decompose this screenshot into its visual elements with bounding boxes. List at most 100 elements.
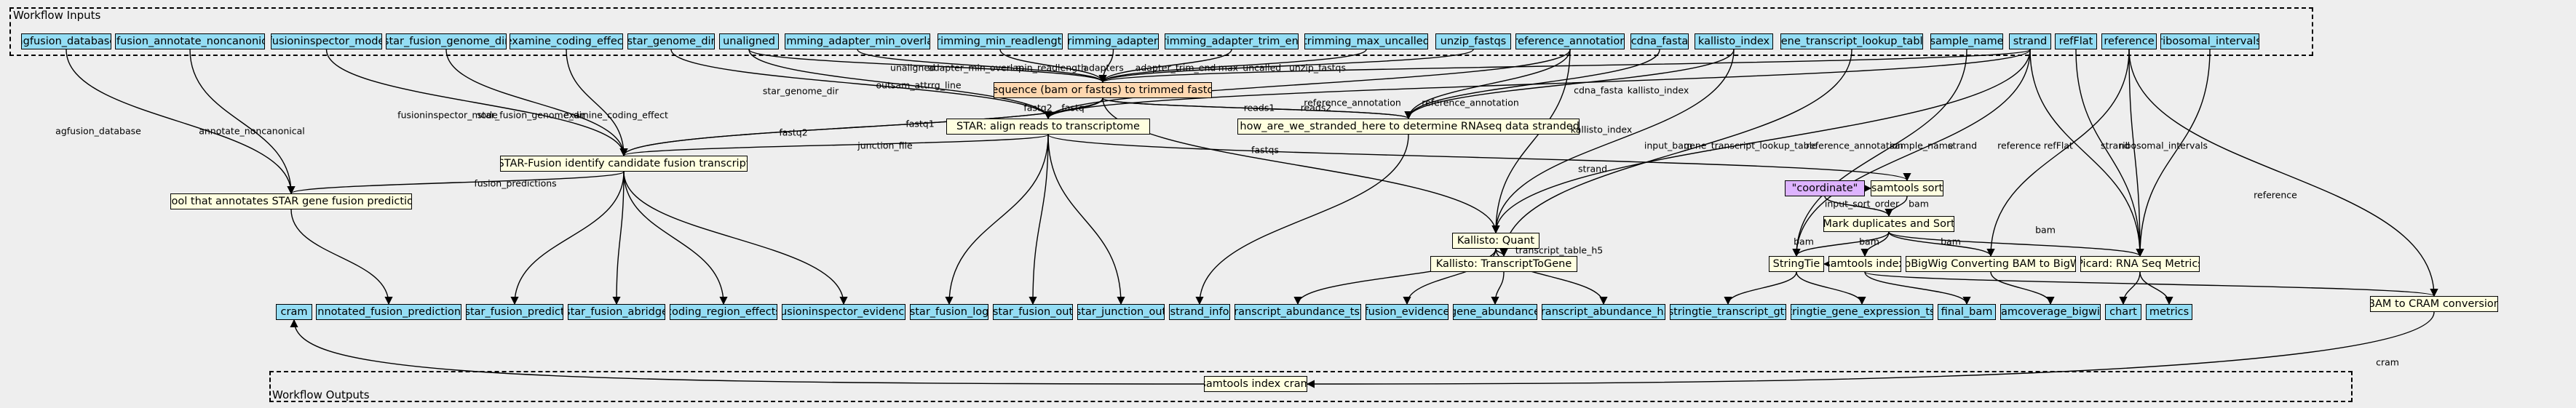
edge-cram-out (290, 319, 1205, 385)
edge-reference-picard (2128, 49, 2144, 257)
edge-fastq (1044, 97, 1103, 120)
edge-sf-abridge (612, 171, 625, 305)
output-star-fusion-abridge[interactable]: star_fusion_abridge (568, 304, 665, 320)
output-fusioninspector-evidence[interactable]: fusioninspector_evidence (782, 304, 905, 320)
edge-refannot-star (1044, 49, 1571, 120)
input-reference[interactable]: reference (2101, 33, 2157, 49)
input-sample-name[interactable]: sample_name (1930, 33, 2003, 49)
step-kallisto-transcript-to-gene[interactable]: Kallisto: TranscriptToGene (1430, 256, 1577, 272)
output-final-bam[interactable]: final_bam (1938, 304, 1996, 320)
edge-label-transcript-table-h5: transcript_table_h5 (1515, 244, 1604, 256)
step-coordinate[interactable]: "coordinate" (1785, 180, 1865, 196)
edge-star-log (945, 134, 1049, 305)
input-examine-coding-effect[interactable]: examine_coding_effect (510, 33, 623, 49)
step-bam-to-cram[interactable]: BAM to CRAM conversion (2370, 296, 2498, 312)
input-refflat[interactable]: refFlat (2055, 33, 2097, 49)
input-gene-transcript-lookup-table[interactable]: gene_transcript_lookup_table (1780, 33, 1923, 49)
step-picard-rnaseq-metrics[interactable]: Picard: RNA Seq Metrics (2080, 256, 2200, 272)
edge-label-fastq: fastq (1061, 102, 1085, 113)
output-star-fusion-predict[interactable]: star_fusion_predict (466, 304, 563, 320)
output-chart[interactable]: chart (2105, 304, 2141, 320)
edge-picard-chart (2119, 271, 2141, 305)
output-transcript-abundance-h5[interactable]: transcript_abundance_h5 (1542, 304, 1665, 320)
output-annotated-fusion-predictions[interactable]: annotated_fusion_predictions (316, 304, 461, 320)
edge-fusion-predictions (287, 171, 625, 195)
edge-label-bam-c: bam (1859, 236, 1879, 247)
output-strand-info[interactable]: strand_info (1169, 304, 1230, 320)
step-star-align[interactable]: STAR: align reads to transcriptome (946, 119, 1150, 135)
edge-index-finalbam (1864, 271, 1971, 305)
input-agfusion-annotate-noncanonical[interactable]: agfusion_annotate_noncanonical (115, 33, 265, 49)
output-cram[interactable]: cram (276, 304, 312, 320)
step-stringtie[interactable]: StringTie (1769, 256, 1824, 272)
output-stringtie-transcript-gtf[interactable]: stringtie_transcript_gtf (1670, 304, 1786, 320)
step-agfusion[interactable]: A tool that annotates STAR gene fusion p… (170, 193, 412, 209)
edge-label-star-genome-dir: star_genome_dir (762, 85, 839, 97)
edge-strand-stringtie (1792, 49, 2031, 257)
edge-label-annotate-noncanonical: annotate_noncanonical (199, 125, 305, 137)
step-strandedness[interactable]: runs how_are_we_stranded_here to determi… (1237, 119, 1580, 135)
input-reference-annotation[interactable]: reference_annotation (1515, 33, 1625, 49)
edge-label-ribosomal-intervals: ribosomal_intervals (2118, 140, 2208, 151)
edge-fusioninspector-mode (325, 49, 628, 157)
edge-agfusion-out (290, 209, 393, 305)
input-agfusion-database[interactable]: agfusion_database (21, 33, 111, 49)
input-trimming-adapter-trim-end[interactable]: trimming_adapter_trim_end (1165, 33, 1299, 49)
edge-label-max-uncalled: max_uncalled (1218, 62, 1282, 73)
step-samtools-index[interactable]: samtools index (1828, 256, 1901, 272)
input-trimming-adapters[interactable]: trimming_adapters (1068, 33, 1159, 49)
input-cdna-fasta[interactable]: cdna_fasta (1630, 33, 1689, 49)
edge-refannot-kallisto (1491, 49, 1571, 234)
edge-reference-cram (2128, 49, 2438, 297)
edge-refannot-strand (1404, 49, 1571, 120)
input-fusioninspector-mode[interactable]: fusioninspector_mode (271, 33, 382, 49)
step-kallisto-quant[interactable]: Kallisto: Quant (1452, 233, 1539, 249)
input-trimming-max-uncalled[interactable]: trimming_max_uncalled (1304, 33, 1428, 49)
edge-label-adapter-trim-end: adapter_trim_end (1135, 62, 1216, 73)
step-samtools-index-cram[interactable]: samtools index cram (1204, 376, 1307, 392)
input-ribosomal-intervals[interactable]: ribosomal_intervals (2160, 33, 2259, 49)
edge-markdup-picard (1888, 231, 2144, 257)
edge-label-input-bam: input_bam (1644, 140, 1693, 151)
edge-label-min-readlength: min_readlength (1015, 62, 1087, 73)
edge-ribosomal-picard (2136, 49, 2211, 257)
edge-label-adapters: adapters (1083, 62, 1124, 73)
edge-markdup-stringtie (1792, 231, 1890, 257)
edge-label-strand-b: strand (1577, 163, 1608, 175)
input-trimming-min-readlength[interactable]: trimming_min_readlength (938, 33, 1063, 49)
input-unzip-fastqs[interactable]: unzip_fastqs (1435, 33, 1511, 49)
output-fusion-evidence[interactable]: fusion_evidence (1366, 304, 1448, 320)
input-star-genome-dir[interactable]: star_genome_dir (627, 33, 715, 49)
edge-label-junction-file: junction_file (857, 140, 913, 151)
output-star-junction-out[interactable]: star_junction_out (1077, 304, 1165, 320)
step-samtools-sort[interactable]: samtools sort (1871, 180, 1943, 196)
input-unaligned[interactable]: unaligned (719, 33, 779, 49)
output-bamcoverage-bigwig[interactable]: bamcoverage_bigwig (2000, 304, 2101, 320)
output-gene-abundance[interactable]: gene_abundance (1453, 304, 1537, 320)
output-star-fusion-log[interactable]: star_fusion_log (910, 304, 988, 320)
output-metrics[interactable]: metrics (2146, 304, 2192, 320)
output-stringtie-gene-expression-tsv[interactable]: stringtie_gene_expression_tsv (1791, 304, 1933, 320)
input-kallisto-index[interactable]: kallisto_index (1695, 33, 1773, 49)
step-mark-duplicates[interactable]: Mark duplicates and Sort (1823, 216, 1954, 232)
edge-label-strand-c: strand (2100, 140, 2131, 151)
edge-kallisto-index-quant (1491, 49, 1735, 234)
edge-label-reference-annotation-a: reference_annotation (1304, 97, 1401, 108)
step-star-fusion[interactable]: STAR-Fusion identify candidate fusion tr… (500, 156, 748, 172)
input-trimming-adapter-min-overlap[interactable]: trimming_adapter_min_overlap (785, 33, 930, 49)
edge-label-star-fusion-genome-dir: star_fusion_genome_dir (477, 109, 586, 121)
output-coding-region-effects[interactable]: coding_region_effects (670, 304, 777, 320)
edge-label-reference-annotation-b: reference_annotation (1422, 97, 1519, 108)
output-transcript-abundance-tsv[interactable]: transcript_abundance_tsv (1235, 304, 1361, 320)
output-star-fusion-out[interactable]: star_fusion_out (993, 304, 1073, 320)
input-star-fusion-genome-dir[interactable]: star_fusion_genome_dir (386, 33, 507, 49)
edge-label-cram: cram (2376, 356, 2399, 368)
edge-label-bam-b: bam (1794, 236, 1814, 247)
edge-label-fastq2a: fastq2 (1023, 102, 1053, 113)
edge-label-strand-a: strand (1947, 140, 1978, 151)
edge-markdup-cgp (1888, 231, 1995, 257)
step-cgpbigwig[interactable]: cgpBigWig Converting BAM to BigWig (1906, 256, 2076, 272)
input-strand[interactable]: strand (2009, 33, 2051, 49)
edge-label-outsam: outsam_attrrg_line (876, 79, 962, 91)
step-trim-fastqs[interactable]: sequence (bam or fastqs) to trimmed fast… (994, 82, 1212, 98)
